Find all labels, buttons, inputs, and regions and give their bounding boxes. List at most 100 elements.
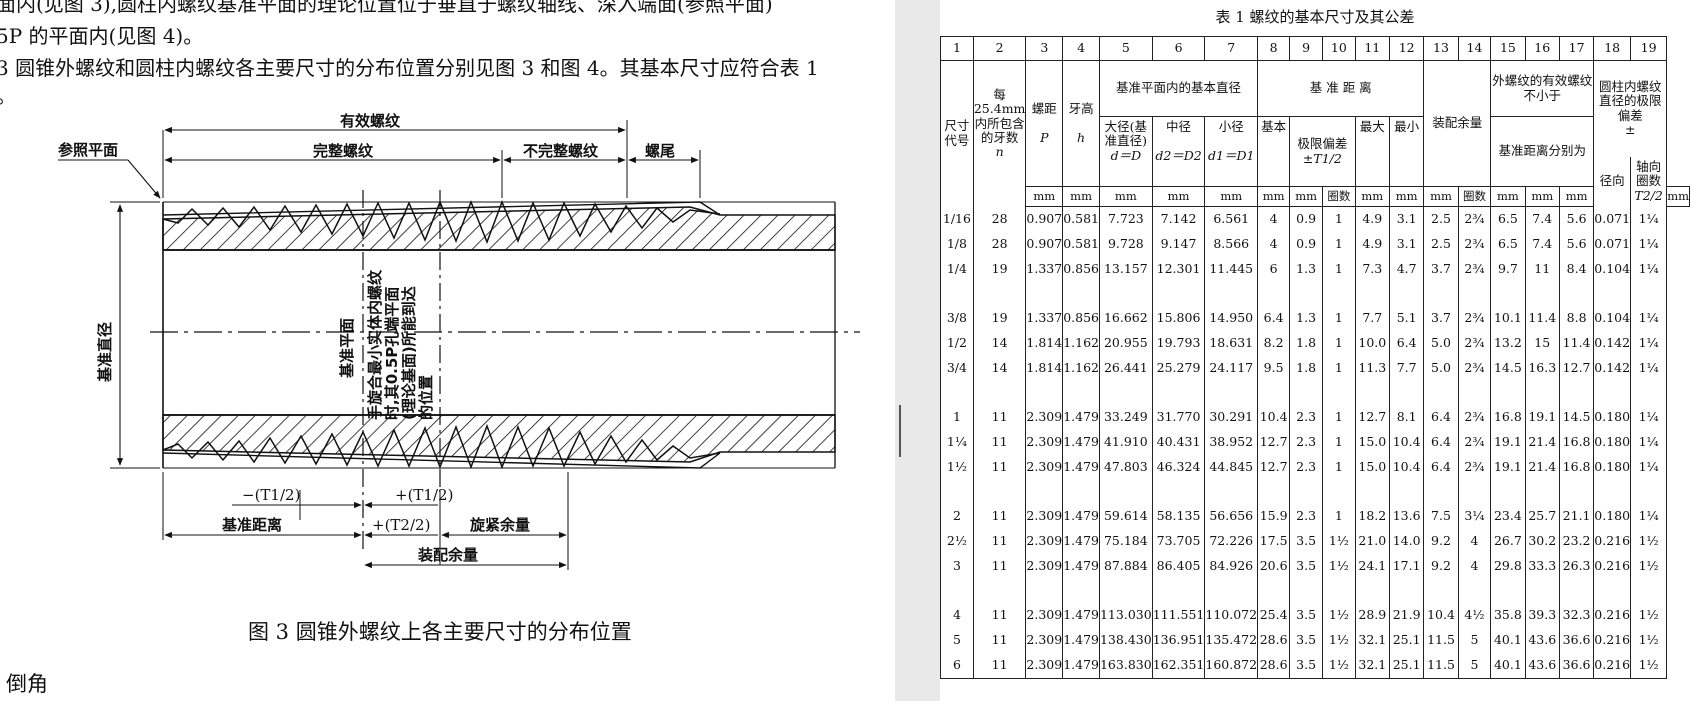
unit-cell: mm [1490, 186, 1526, 207]
table-cell: 1 [1322, 306, 1356, 331]
table-cell: 4 [1457, 529, 1492, 554]
table-cell: 6.561 [1204, 206, 1259, 232]
splitter-handle[interactable] [899, 405, 901, 457]
table-cell: 11 [972, 455, 1027, 480]
label-fitting-allowance: 装配余量 [417, 546, 478, 564]
table-cell: 19.1 [1490, 455, 1526, 480]
column-number: 15 [1490, 36, 1526, 61]
table-cell: 1½ [1322, 603, 1356, 628]
table-cell: 1¼ [1630, 455, 1668, 480]
table-cell: 9.5 [1257, 356, 1291, 381]
table-cell: 1½ [940, 455, 974, 480]
table-cell: 9.147 [1151, 232, 1206, 257]
table-cell: 2.309 [1025, 455, 1064, 480]
table-cell: 2.3 [1289, 455, 1324, 480]
table-cell: 3.5 [1289, 554, 1324, 579]
table-cell: 16.8 [1558, 430, 1595, 455]
table-cell: 10.4 [1388, 430, 1425, 455]
table-cell: 4½ [1457, 603, 1492, 628]
table-cell: 1.479 [1062, 455, 1100, 480]
table-cell: 0.180 [1593, 430, 1632, 455]
table-cell: 43.6 [1524, 628, 1560, 653]
table-cell: 6.4 [1388, 331, 1425, 356]
table-cell: 1.479 [1062, 430, 1100, 455]
table-cell: 15 [1524, 331, 1560, 356]
table-cell: 33.3 [1524, 554, 1560, 579]
table-cell: 6.4 [1423, 405, 1459, 430]
column-number: 18 [1593, 36, 1632, 61]
table-cell: 4 [1457, 554, 1492, 579]
table-cell: 9.728 [1098, 232, 1153, 257]
column-number: 3 [1025, 36, 1064, 61]
table-cell: 1¼ [1630, 232, 1668, 257]
table-cell: 8.8 [1558, 306, 1595, 331]
left-document-page: 面内(见图 3),圆柱内螺纹基准平面的理论位置位于垂直于螺纹轴线、深入端面(参照… [0, 0, 860, 696]
table-cell: 0.581 [1062, 232, 1100, 257]
table-cell: 40.1 [1490, 653, 1526, 679]
table-cell: 0.856 [1062, 306, 1100, 331]
table-cell: 14.0 [1388, 529, 1425, 554]
figure-caption: 图 3 圆锥外螺纹上各主要尺寸的分布位置 [248, 620, 632, 644]
table-cell: 7.7 [1354, 306, 1390, 331]
column-number: 9 [1289, 36, 1324, 61]
table-cell: 31.770 [1151, 405, 1206, 430]
table-cell: 16.8 [1558, 455, 1595, 480]
table-cell: 26.441 [1098, 356, 1153, 381]
column-number: 8 [1257, 36, 1291, 61]
table-cell: 0.9 [1289, 232, 1324, 257]
table-cell: 84.926 [1204, 554, 1259, 579]
header-gauge-length: 基 准 距 离 [1257, 60, 1425, 117]
lower-outer-edge [162, 452, 721, 469]
table-cell: 1¼ [1630, 430, 1668, 455]
table-cell: 14.5 [1490, 356, 1526, 381]
label-gauge-plane: 基准平面 [338, 318, 356, 379]
table-cell: 7.4 [1524, 232, 1560, 257]
table-cell: 1¼ [1630, 331, 1668, 356]
column-number: 6 [1151, 36, 1206, 61]
table-cell: 16.8 [1490, 405, 1526, 430]
table-cell: 1 [1322, 504, 1356, 529]
table-cell: 2¾ [1457, 206, 1492, 232]
table-cell: 73.705 [1151, 529, 1206, 554]
table-cell: 136.951 [1151, 628, 1206, 653]
table-cell: 1 [1322, 430, 1356, 455]
table-cell: 10.4 [1257, 405, 1291, 430]
table-cell: 7.142 [1151, 206, 1206, 232]
table-cell: 32.3 [1558, 603, 1595, 628]
table-cell: 2¾ [1457, 306, 1492, 331]
column-number: 1 [940, 36, 974, 61]
table-cell: 111.551 [1151, 603, 1206, 628]
paragraph-line: 5P 的平面内(见图 4)。 [0, 24, 204, 48]
header-limit-dev: 极限偏差±T1/2 [1289, 116, 1356, 187]
table-cell: 2.5 [1423, 206, 1459, 232]
table-cell: 6.5 [1490, 232, 1526, 257]
table-cell: 35.8 [1490, 603, 1526, 628]
table-cell: 1 [1322, 331, 1356, 356]
table-cell: 0.180 [1593, 405, 1632, 430]
table-cell: 5.1 [1388, 306, 1425, 331]
table-cell: 2.3 [1289, 504, 1324, 529]
table-cell: 1.479 [1062, 504, 1100, 529]
label-gauge-note-1: 手旋合最小实体内螺纹 [366, 269, 384, 420]
table-cell: 4.7 [1388, 257, 1425, 282]
table-cell: 1½ [1630, 603, 1668, 628]
table-cell: 59.614 [1098, 504, 1153, 529]
header-by-gauge-length: 基准距离分别为 [1490, 116, 1595, 187]
table-cell: 3.5 [1289, 653, 1324, 679]
label-plus-t2: +(T2/2) [372, 516, 430, 534]
table-cell: 9.2 [1423, 529, 1459, 554]
thread-dimension-figure: 有效螺纹 完整螺纹 不完整螺纹 螺尾 参照平面 基准直径 基准平面 手旋合最小实… [58, 112, 860, 570]
table-cell: 11 [972, 529, 1027, 554]
table-cell: 2¾ [1457, 356, 1492, 381]
upper-thread-teeth [162, 199, 721, 245]
